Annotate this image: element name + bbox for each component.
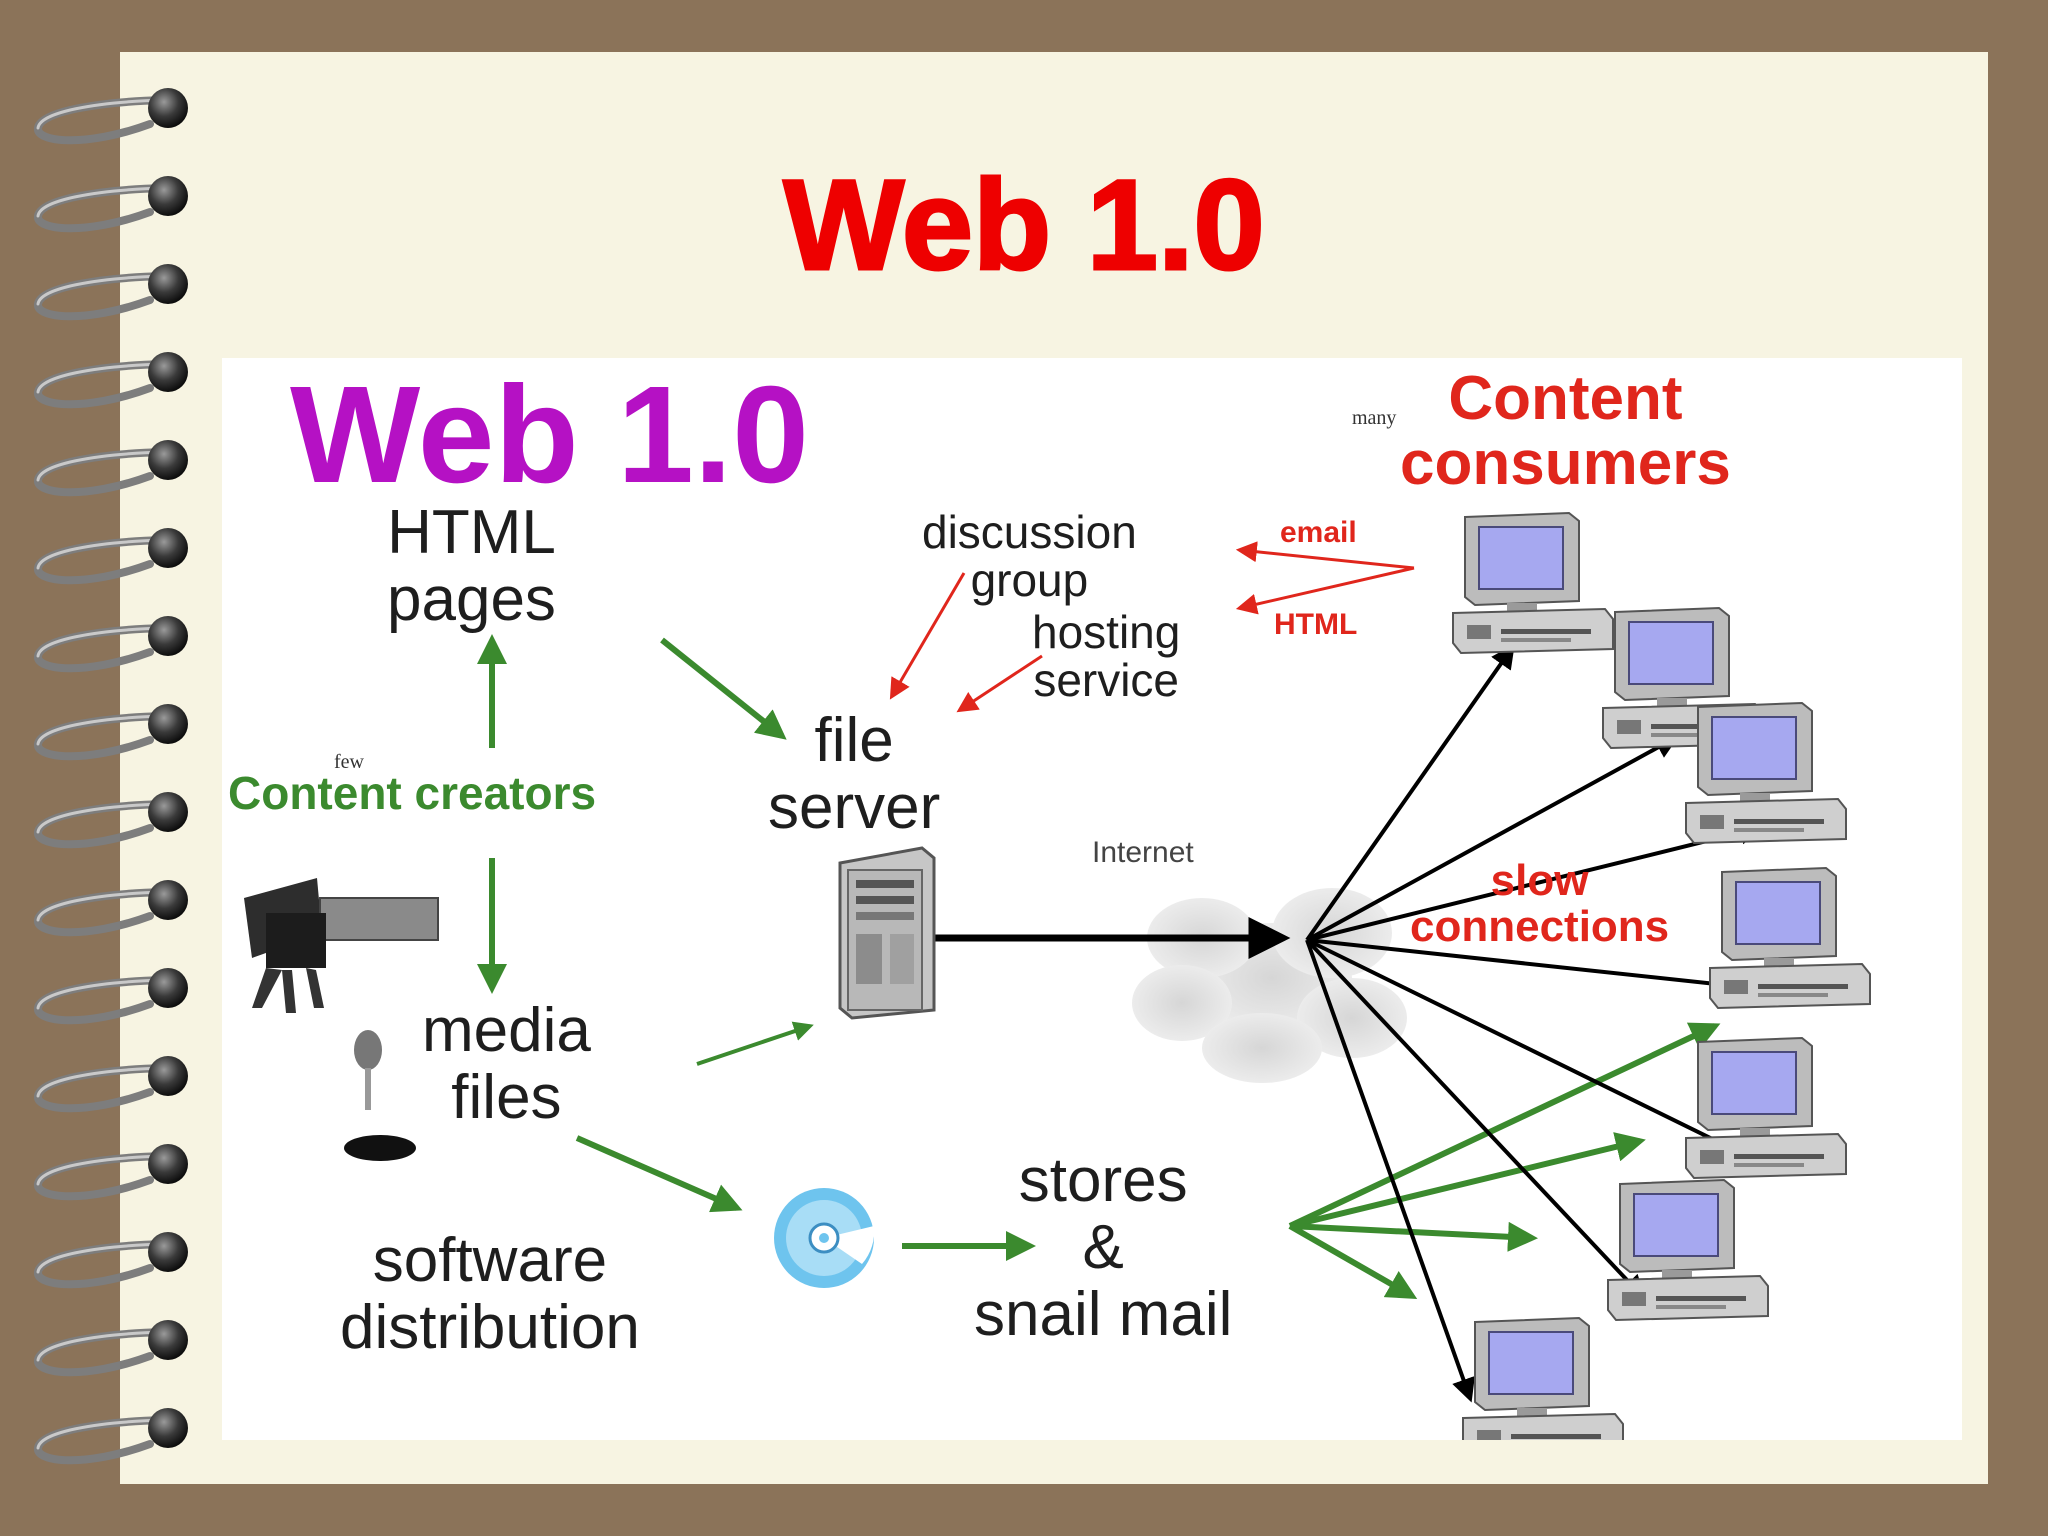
internet-label: Internet: [1092, 836, 1194, 869]
spiral-binding-ring-icon: [34, 264, 188, 321]
email-label: email: [1280, 516, 1357, 549]
html-protocol-label: HTML: [1274, 608, 1358, 641]
desktop-computer-icon: [1685, 1036, 1847, 1180]
spiral-binding-ring-icon: [34, 1408, 188, 1465]
spiral-binding-ring-icon: [34, 528, 188, 585]
video-camera-icon: [244, 878, 439, 1013]
spiral-binding-ring-icon: [34, 616, 188, 673]
software-distribution-label: software distribution: [340, 1226, 640, 1362]
red-arrows: [889, 541, 1415, 713]
spiral-binding-ring-icon: [34, 1056, 188, 1113]
spiral-binding-ring-icon: [34, 1232, 188, 1289]
spiral-binding-ring-icon: [34, 792, 188, 849]
arrow-media-to-software: [575, 1135, 743, 1213]
spiral-binding-ring-icon: [34, 1320, 188, 1377]
consumer-computers: [1452, 511, 1871, 1440]
creators-qualifier: few: [334, 751, 364, 773]
discussion-group-label: discussion group: [922, 506, 1137, 607]
hosting-service-label: hosting service: [1032, 606, 1181, 707]
desktop-computer-icon: [1462, 1316, 1624, 1440]
spiral-binding-ring-icon: [34, 176, 188, 233]
spiral-binding-ring-icon: [34, 1144, 188, 1201]
spiral-binding-ring-icon: [34, 88, 188, 145]
arrow-stores-to-consumer-d: [1288, 1223, 1418, 1299]
arrow-media-to-server: [696, 1021, 814, 1066]
spiral-binding-ring-icon: [34, 704, 188, 761]
html-pages-label: HTML pages: [387, 498, 556, 634]
stores-snail-mail-label: stores & snail mail: [974, 1146, 1233, 1349]
consumers-qualifier: many: [1352, 407, 1397, 429]
arrow-stores-to-consumer-b: [1289, 1132, 1646, 1229]
desktop-computer-icon: [1452, 511, 1614, 655]
slide-title: Web 1.0: [782, 154, 1266, 297]
spiral-binding-ring-icon: [34, 968, 188, 1025]
spiral-binding-ring-icon: [34, 440, 188, 497]
content-consumers-label: Content consumers: [1400, 364, 1731, 499]
web1-diagram: Web 1.0 HTML pages few Content creators …: [222, 358, 1962, 1440]
server-tower-icon: [838, 846, 936, 1020]
slow-connections-label: slow connections: [1410, 856, 1670, 952]
file-server-label: file server: [768, 706, 941, 842]
microphone-icon: [344, 1030, 416, 1161]
desktop-computer-icon: [1709, 866, 1871, 1010]
spiral-binding-ring-icon: [34, 880, 188, 937]
arrow-html-to-server: [660, 637, 787, 740]
diagram-graphics: [244, 511, 1871, 1440]
media-files-label: media files: [422, 996, 591, 1132]
desktop-computer-icon: [1607, 1178, 1769, 1322]
desktop-computer-icon: [1685, 701, 1847, 845]
content-creators-label: Content creators: [228, 767, 597, 819]
internet-cloud-icon: [1132, 888, 1407, 1083]
green-arrows: [477, 634, 1721, 1299]
spiral-binding: [34, 88, 188, 1465]
arrow-stores-to-consumer-a: [1288, 1022, 1721, 1229]
spiral-binding-ring-icon: [34, 352, 188, 409]
cd-disc-icon: [774, 1188, 875, 1288]
diagram-title: Web 1.0: [290, 358, 809, 512]
